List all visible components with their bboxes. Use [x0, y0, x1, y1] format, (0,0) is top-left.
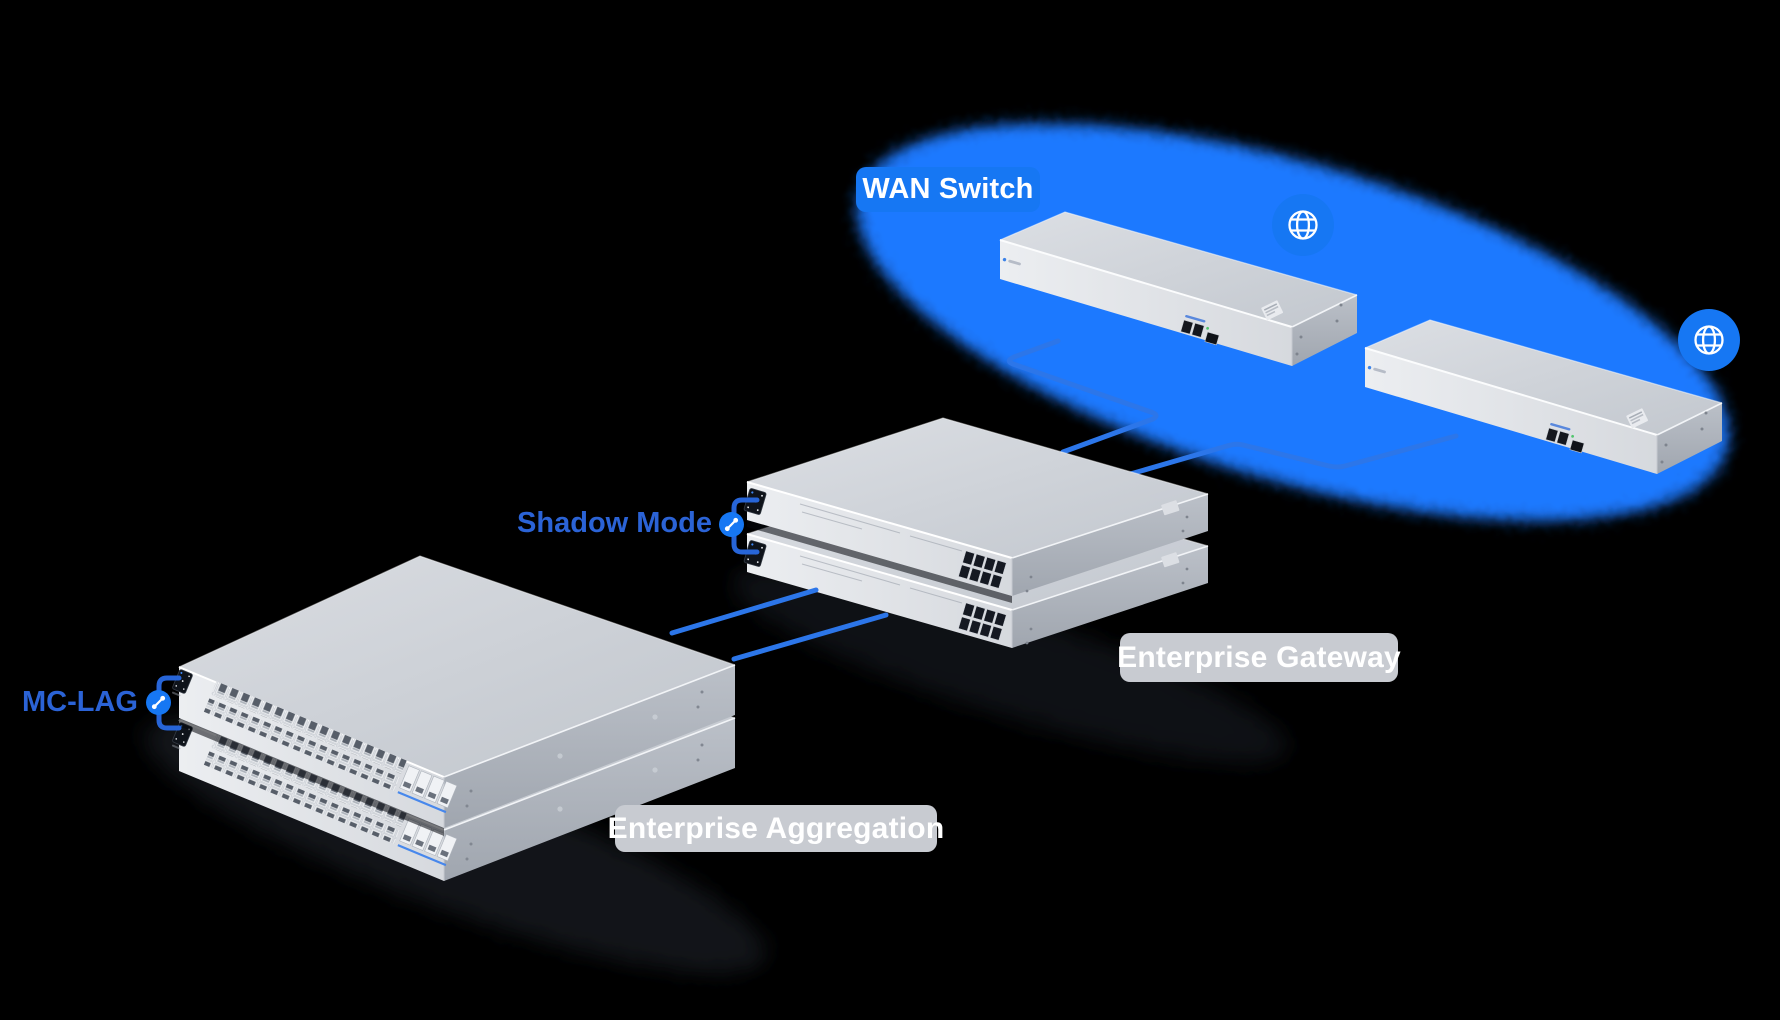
- connection-line-gateway-to-wan2: [1117, 433, 1459, 480]
- enterprise-gateway-badge-label: Enterprise Gateway: [1117, 640, 1401, 674]
- connection-line-aggregation-1: [669, 587, 819, 636]
- globe-icon: [1694, 325, 1724, 355]
- globe-icon: [1288, 210, 1318, 240]
- gateway-floor-shadow: [732, 567, 1288, 763]
- link-icon: [724, 517, 739, 532]
- enterprise-aggregation-badge-label: Enterprise Aggregation: [607, 811, 945, 845]
- internet-globe-badge-2: [1678, 309, 1740, 371]
- aggregation-stack-gap-shadow: [179, 717, 444, 836]
- enterprise-gateway-badge: Enterprise Gateway: [1117, 633, 1401, 682]
- connection-line-aggregation-2: [731, 612, 889, 662]
- mc-lag-link-badge: [146, 690, 171, 715]
- internet-globe-badge-1: [1272, 194, 1334, 256]
- gateway-stack-gap-shadow: [747, 519, 1012, 603]
- mc-lag-label: MC-LAG: [22, 686, 138, 718]
- link-icon: [151, 695, 166, 710]
- shadow-mode-label: Shadow Mode: [517, 507, 712, 539]
- wan-switch-badge-label: WAN Switch: [862, 173, 1034, 205]
- enterprise-aggregation-badge: Enterprise Aggregation: [608, 805, 944, 852]
- shadow-mode-link-badge: [719, 512, 744, 537]
- wan-switch-badge: WAN Switch: [856, 167, 1040, 212]
- connection-line-gateway-to-wan1: [1006, 338, 1159, 455]
